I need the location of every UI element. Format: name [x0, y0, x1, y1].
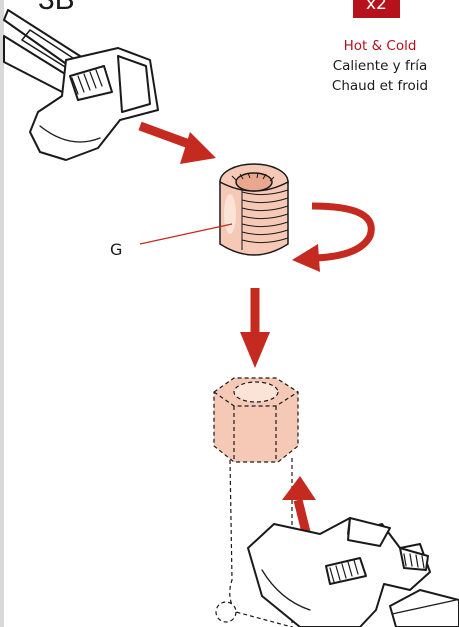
- down-right-arrow-icon: [140, 126, 216, 164]
- rotate-arrow-icon: [292, 206, 371, 272]
- top-wrench-icon: [4, 10, 158, 160]
- down-arrow-icon: [240, 288, 270, 368]
- up-right-arrow-icon: [282, 476, 316, 532]
- callout-g-line: [140, 224, 232, 244]
- threaded-insert-icon: [220, 164, 288, 255]
- bottom-wrench-icon: [248, 518, 459, 627]
